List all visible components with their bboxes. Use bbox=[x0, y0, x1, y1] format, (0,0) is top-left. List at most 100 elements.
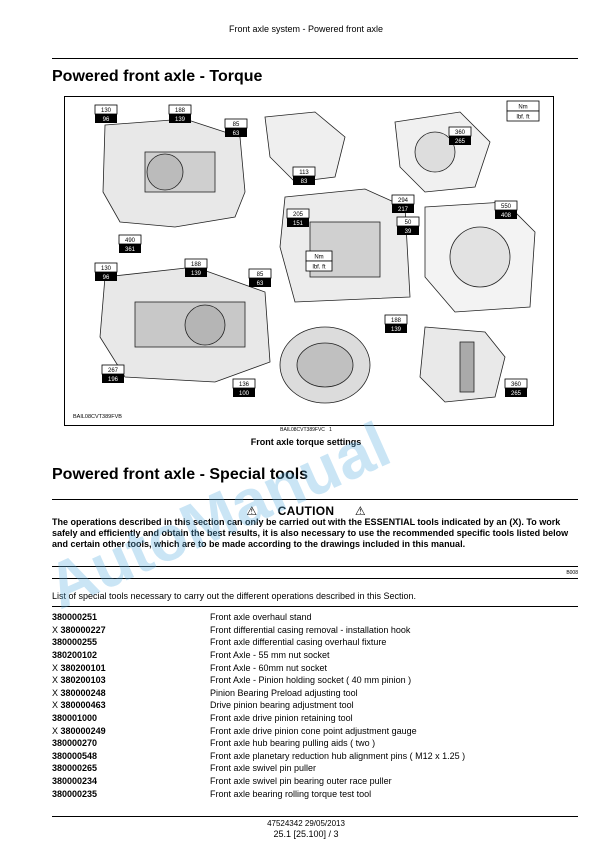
tool-code: 380000548 bbox=[52, 750, 98, 761]
tool-code-cell: X 380200101 bbox=[52, 661, 210, 674]
tool-code: 380200102 bbox=[52, 650, 98, 661]
torque-lbft: 217 bbox=[398, 207, 409, 213]
tool-description: Front Axle - Pinion holding socket ( 40 … bbox=[210, 675, 412, 686]
tool-code: 380001000 bbox=[52, 713, 98, 724]
tool-description: Front axle bearing rolling torque test t… bbox=[210, 788, 372, 799]
torque-callout: 360 265 bbox=[448, 126, 472, 145]
image-number: 1 bbox=[329, 427, 332, 433]
planetary-gear bbox=[449, 226, 511, 288]
legend-mid-nm: Nm bbox=[314, 255, 323, 261]
tools-top-rule bbox=[52, 606, 578, 607]
footer-doc-ref: 47524342 29/05/2013 bbox=[267, 819, 345, 828]
pinion-shaft bbox=[459, 341, 475, 393]
torque-nm: 130 bbox=[101, 266, 112, 272]
essential-mark: X bbox=[52, 725, 59, 736]
torque-lbft: 361 bbox=[125, 247, 136, 253]
tool-description: Front differential casing removal - inst… bbox=[210, 624, 411, 635]
torque-nm: 188 bbox=[175, 108, 186, 114]
torque-lbft: 265 bbox=[455, 139, 466, 145]
torque-lbft: 139 bbox=[191, 271, 202, 277]
torque-lbft: 139 bbox=[391, 327, 402, 333]
tool-description: Front Axle - 60mm nut socket bbox=[210, 662, 328, 673]
tool-description: Front axle planetary reduction hub align… bbox=[210, 750, 466, 761]
tool-code-cell: X 380000249 bbox=[52, 724, 210, 737]
torque-nm: 360 bbox=[455, 130, 466, 136]
tool-code: 380000255 bbox=[52, 637, 98, 648]
table-row: 380000235 Front axle bearing rolling torq… bbox=[52, 787, 578, 800]
torque-nm: 130 bbox=[101, 108, 112, 114]
tool-description: Front axle overhaul stand bbox=[210, 612, 312, 623]
torque-lbft: 83 bbox=[301, 179, 308, 185]
caution-title: CAUTION bbox=[277, 504, 335, 518]
tool-code-cell: 380000265 bbox=[52, 762, 210, 775]
caution-ref: B008 bbox=[566, 570, 578, 576]
torque-callout: 113 83 bbox=[292, 166, 316, 185]
tool-description: Front axle drive pinion cone point adjus… bbox=[210, 725, 417, 736]
tool-code: 380000235 bbox=[52, 788, 98, 799]
tool-description: Front axle drive pinion retaining tool bbox=[210, 713, 353, 724]
tool-code: 380200101 bbox=[60, 662, 106, 673]
torque-nm: 205 bbox=[293, 212, 304, 218]
torque-nm: 50 bbox=[405, 220, 412, 226]
tool-code: 380000251 bbox=[52, 612, 98, 623]
essential-mark: X bbox=[52, 687, 59, 698]
tool-description: Front axle differential casing overhaul … bbox=[210, 637, 387, 648]
torque-nm: 360 bbox=[511, 382, 522, 388]
tool-code: 380000249 bbox=[60, 725, 106, 736]
torque-lbft: 139 bbox=[175, 117, 186, 123]
torque-nm: 267 bbox=[108, 368, 119, 374]
tool-code-cell: 380000255 bbox=[52, 636, 210, 649]
tools-intro: List of special tools necessary to carry… bbox=[52, 591, 417, 601]
tool-code-cell: X 380000248 bbox=[52, 687, 210, 700]
tool-description: Front axle hub bearing pulling aids ( tw… bbox=[210, 738, 376, 749]
torque-nm: 550 bbox=[501, 204, 512, 210]
warning-triangle-icon: ⚠ bbox=[246, 504, 258, 518]
hub-bearing bbox=[414, 131, 456, 173]
tool-code-cell: 380001000 bbox=[52, 712, 210, 725]
torque-nm: 85 bbox=[233, 122, 240, 128]
torque-lbft: 265 bbox=[511, 391, 522, 397]
essential-mark: X bbox=[52, 675, 59, 686]
essential-mark: X bbox=[52, 700, 59, 711]
tool-code-cell: 380000235 bbox=[52, 787, 210, 800]
torque-nm: 490 bbox=[125, 238, 136, 244]
tool-code-cell: 380000251 bbox=[52, 611, 210, 624]
tool-code: 380000463 bbox=[60, 700, 106, 711]
torque-nm: 85 bbox=[257, 272, 264, 278]
tool-code-cell: X 380200103 bbox=[52, 674, 210, 687]
torque-lbft: 100 bbox=[239, 391, 250, 397]
tool-code: 380000248 bbox=[60, 687, 106, 698]
header-rule bbox=[52, 58, 578, 59]
tool-code: 380000265 bbox=[52, 763, 98, 774]
tool-code-cell: 380000234 bbox=[52, 775, 210, 788]
diff-bottom bbox=[184, 304, 226, 346]
torque-lbft: 196 bbox=[108, 377, 119, 383]
image-ref: BAIL08CVT389FVB bbox=[73, 414, 122, 420]
torque-callout: 360 265 bbox=[504, 378, 528, 397]
caution-bottom-rule bbox=[52, 566, 578, 567]
tool-code: 380200103 bbox=[60, 675, 106, 686]
tool-code-cell: 380200102 bbox=[52, 649, 210, 662]
torque-callout: 188 139 bbox=[168, 104, 192, 123]
tool-code: 380000234 bbox=[52, 776, 98, 787]
legend-lbft: lbf. ft bbox=[516, 115, 529, 121]
torque-nm: 113 bbox=[299, 170, 309, 176]
caution-text: The operations described in this section… bbox=[52, 517, 569, 549]
torque-callout: 267 196 bbox=[101, 364, 125, 383]
